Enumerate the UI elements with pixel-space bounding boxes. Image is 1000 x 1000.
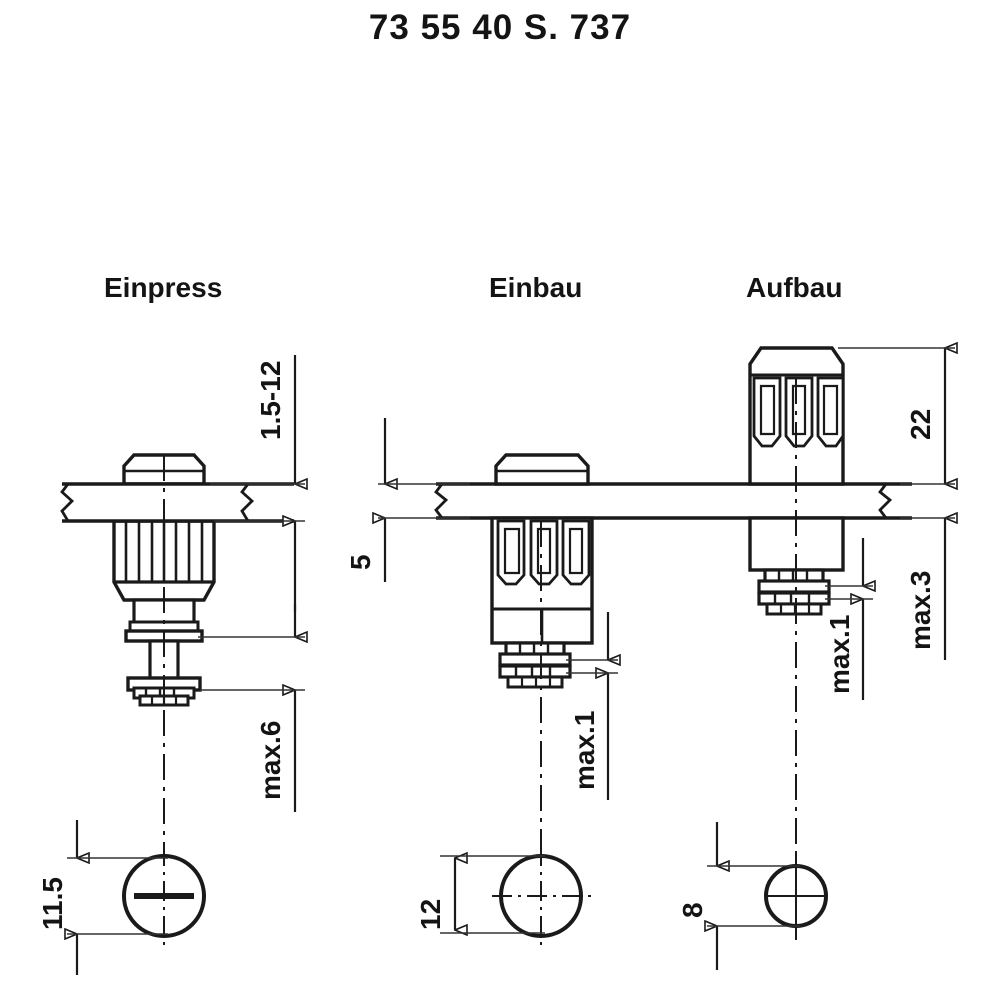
dim-label-einbau-panel-thickness: 5 (345, 554, 376, 570)
dim-label-aufbau-below-panel: max.3 (905, 571, 936, 650)
dim-aufbau-head-diameter: 8 (677, 822, 800, 970)
dim-einbau-panel-thickness: 5 (345, 418, 470, 582)
dim-einpress-panel-thickness: 1.5-12 (210, 355, 305, 612)
dim-einpress-head-diameter: 11.5 (37, 820, 168, 975)
column-heading-einpress: Einpress (104, 272, 223, 303)
aufbau-front-view (764, 855, 828, 940)
dim-label-aufbau-thread-protrusion: max.1 (824, 615, 855, 694)
dim-aufbau-above-panel: 22 (838, 348, 955, 484)
shared-panel-einbau-aufbau (434, 482, 912, 520)
dim-einbau-thread-protrusion: max.1 (566, 612, 618, 800)
aufbau-assembly: 22 max.3 max.1 (677, 348, 955, 970)
dim-label-einpress-below-panel: max.6 (255, 721, 286, 800)
einbau-assembly: 5 max.1 12 (345, 418, 618, 946)
einpress-panel (60, 482, 294, 523)
einbau-front-view (492, 846, 591, 946)
einbau-thread-stack (498, 641, 572, 689)
dim-label-einbau-head-diameter: 12 (415, 899, 446, 930)
dim-einbau-head-diameter: 12 (415, 856, 545, 933)
dim-einpress-below-panel: max.6 (198, 604, 305, 812)
dim-label-aufbau-head-diameter: 8 (677, 902, 708, 918)
aufbau-thread-stack (757, 568, 831, 616)
dim-label-einpress-panel-thickness: 1.5-12 (255, 361, 286, 440)
column-heading-aufbau: Aufbau (746, 272, 843, 303)
page-title: 73 55 40 S. 737 (368, 8, 632, 47)
einpress-front-view (122, 846, 206, 946)
dim-label-einbau-thread-protrusion: max.1 (569, 711, 600, 790)
dim-label-aufbau-above-panel: 22 (905, 409, 936, 440)
column-heading-einbau: Einbau (489, 272, 583, 303)
einbau-head (494, 453, 590, 486)
aufbau-contact-fingers (752, 376, 845, 448)
einbau-contact-fingers (496, 519, 591, 586)
dim-label-einpress-head-diameter: 11.5 (37, 877, 68, 930)
einpress-assembly: 1.5-12 max.6 11.5 (37, 355, 305, 975)
dim-aufbau-below-panel: max.3 (900, 518, 955, 660)
dim-aufbau-thread-protrusion: max.1 (824, 538, 873, 700)
